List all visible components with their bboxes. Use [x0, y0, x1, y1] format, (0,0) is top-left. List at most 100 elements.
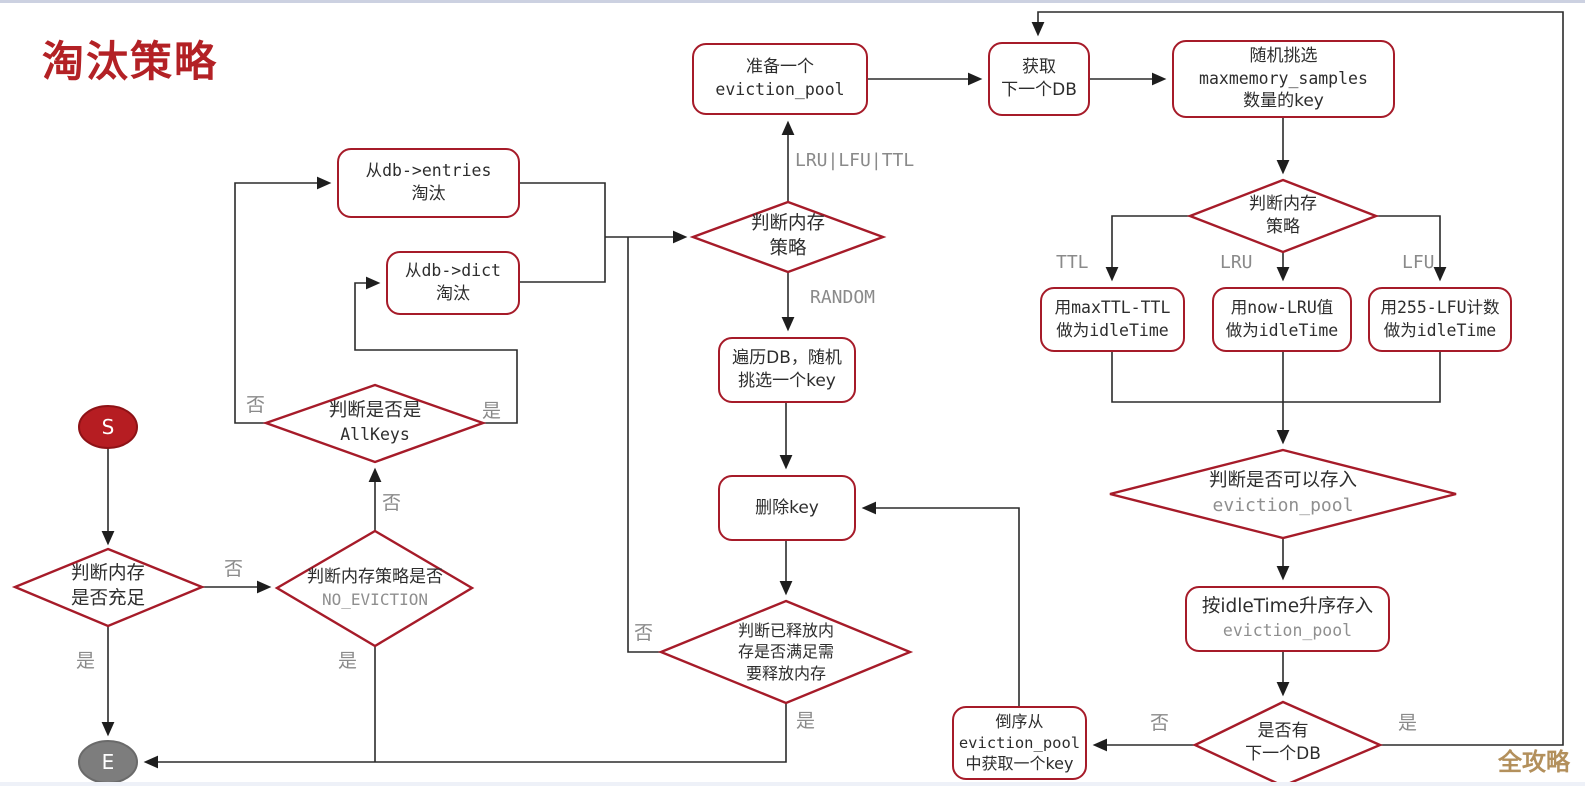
node-ttl-idle: 用maxTTL-TTL 做为idleTime [1040, 287, 1185, 352]
node-mem-policy-line1: 判断内存 [750, 213, 825, 235]
edge-label-memenough-no: 否 [224, 558, 244, 580]
node-mem-enough: 判断内存 是否充足 [33, 551, 183, 623]
edge-label-hasnext-yes: 是 [1398, 712, 1418, 734]
node-pop-pool-line3: 中获取一个key [965, 754, 1074, 774]
node-prepare-pool-line2: eviction_pool [715, 80, 845, 100]
node-random-pick-line2: 挑选一个key [738, 371, 836, 391]
node-can-store-line2: eviction_pool [1212, 495, 1354, 517]
node-lfu-idle: 用255-LFU计数 做为idleTime [1368, 287, 1512, 352]
diamond-can-store [1109, 448, 1457, 540]
edge-policy2-ttl [1105, 215, 1190, 282]
edge-label-lru: LRU [1220, 252, 1253, 273]
node-mem-policy2-line2: 策略 [1266, 217, 1300, 237]
node-mem-policy: 判断内存 策略 [703, 204, 873, 270]
node-is-allkeys: 判断是否是 AllKeys [280, 387, 470, 459]
node-evict-entries-line1: 从db->entries [365, 161, 492, 181]
end-node-label: E [101, 750, 115, 774]
edge-label-hasnext-no: 否 [1150, 712, 1170, 734]
start-node-shape [78, 405, 138, 449]
diamond-mem-policy2 [1186, 178, 1380, 254]
edge-label-noeviction-yes: 是 [338, 650, 358, 672]
node-evict-entries: 从db->entries 淘汰 [337, 148, 520, 218]
watermark: 全攻略 [1498, 748, 1570, 776]
node-can-store: 判断是否可以存入 eviction_pool [1130, 457, 1436, 531]
page-title: 淘汰策略 [42, 37, 219, 86]
node-ttl-idle-line2: 做为idleTime [1056, 320, 1169, 340]
edge-label-random: RANDOM [810, 287, 876, 308]
edge-allkeys-yes-to-dict [354, 276, 518, 424]
node-prepare-pool: 准备一个 eviction_pool [692, 43, 868, 115]
node-mem-policy-line2: 策略 [769, 238, 807, 259]
node-random-pick-line1: 遍历DB，随机 [732, 348, 842, 369]
node-sample-keys: 随机挑选 maxmemory_samples 数量的key [1172, 40, 1395, 118]
start-node-label: S [101, 415, 115, 439]
node-lru-idle-line1: 用now-LRU值 [1230, 298, 1334, 318]
node-no-eviction: 判断内存策略是否 NO_EVICTION [280, 546, 470, 630]
node-pop-pool-line1: 倒序从 [995, 711, 1044, 731]
node-evict-entries-line2: 淘汰 [411, 183, 446, 204]
diamond-no-eviction [274, 529, 475, 648]
node-mem-policy2: 判断内存 策略 [1198, 183, 1368, 249]
node-next-db-line2: 下一个DB [1001, 80, 1077, 100]
node-evict-dict-line1: 从db->dict [405, 261, 501, 281]
node-store-pool-line2: eviction_pool [1222, 621, 1353, 641]
node-pop-pool: 倒序从 eviction_pool 中获取一个key [952, 706, 1087, 780]
diamond-has-next-db [1192, 700, 1384, 786]
node-freed-enough-line1: 判断已释放内 [737, 620, 834, 640]
edge-label-allkeys-no: 否 [246, 394, 266, 416]
edge-idle-merge [1111, 352, 1441, 403]
top-strip [0, 0, 1585, 3]
edge-label-allkeys-yes: 是 [482, 400, 502, 422]
node-pop-pool-line2: eviction_pool [958, 733, 1081, 752]
node-random-pick: 遍历DB，随机 挑选一个key [718, 337, 856, 403]
node-lru-idle-line2: 做为idleTime [1225, 320, 1339, 340]
node-mem-enough-line2: 是否充足 [70, 588, 145, 609]
node-sample-keys-line1: 随机挑选 [1249, 45, 1318, 66]
node-lru-idle: 用now-LRU值 做为idleTime [1212, 287, 1352, 352]
edge-hasnext-yes-loop [1031, 11, 1564, 746]
node-store-pool-line1: 按idleTime升序存入 [1201, 596, 1374, 618]
edge-freed-yes-to-end [143, 703, 787, 769]
node-has-next-db: 是否有 下一个DB [1203, 708, 1363, 778]
node-store-pool: 按idleTime升序存入 eviction_pool [1185, 586, 1390, 652]
node-delete-key: 删除key [718, 475, 856, 541]
diamond-mem-enough [11, 547, 206, 628]
node-ttl-idle-line1: 用maxTTL-TTL [1054, 298, 1171, 318]
node-evict-dict: 从db->dict 淘汰 [386, 251, 520, 315]
bottom-strip [0, 782, 1585, 786]
node-no-eviction-line2: NO_EVICTION [322, 589, 428, 609]
node-can-store-line1: 判断是否可以存入 [1208, 470, 1357, 492]
edge-label-lfu: LFU [1402, 252, 1435, 273]
edge-label-lru-lfu-ttl: LRU|LFU|TTL [795, 150, 915, 171]
node-next-db: 获取 下一个DB [988, 42, 1090, 116]
node-is-allkeys-line1: 判断是否是 [328, 400, 422, 422]
diamond-mem-policy [689, 200, 887, 274]
edge-label-memenough-yes: 是 [76, 650, 96, 672]
edge-label-freed-yes: 是 [796, 710, 816, 732]
edge-label-freed-no: 否 [634, 622, 654, 644]
node-sample-keys-line3: 数量的key [1243, 91, 1324, 112]
diamond-freed-enough [657, 599, 914, 705]
edge-pop-to-delete [861, 501, 1020, 706]
diamond-is-allkeys [262, 383, 487, 464]
node-freed-enough-line3: 要释放内存 [745, 663, 826, 683]
node-mem-policy2-line1: 判断内存 [1249, 194, 1317, 215]
node-sample-keys-line2: maxmemory_samples [1199, 68, 1368, 88]
edge-label-ttl: TTL [1056, 252, 1089, 273]
node-freed-enough: 判断已释放内 存是否满足需 要释放内存 [676, 608, 896, 696]
node-mem-enough-line1: 判断内存 [70, 563, 145, 585]
node-lfu-idle-line2: 做为idleTime [1383, 320, 1497, 340]
edge-label-noeviction-no: 否 [382, 492, 402, 514]
node-prepare-pool-line1: 准备一个 [746, 57, 814, 78]
node-next-db-line1: 获取 [1022, 57, 1056, 78]
edge-allkeys-no-to-entries [234, 176, 332, 424]
node-is-allkeys-line2: AllKeys [340, 425, 410, 445]
node-evict-dict-line2: 淘汰 [436, 283, 470, 304]
node-freed-enough-line2: 存是否满足需 [737, 642, 834, 662]
node-delete-key-label: 删除key [755, 497, 819, 518]
edge-entries-dict-merge [520, 182, 606, 283]
node-has-next-db-line2: 下一个DB [1245, 744, 1321, 764]
edge-freed-no-loop [627, 237, 661, 653]
